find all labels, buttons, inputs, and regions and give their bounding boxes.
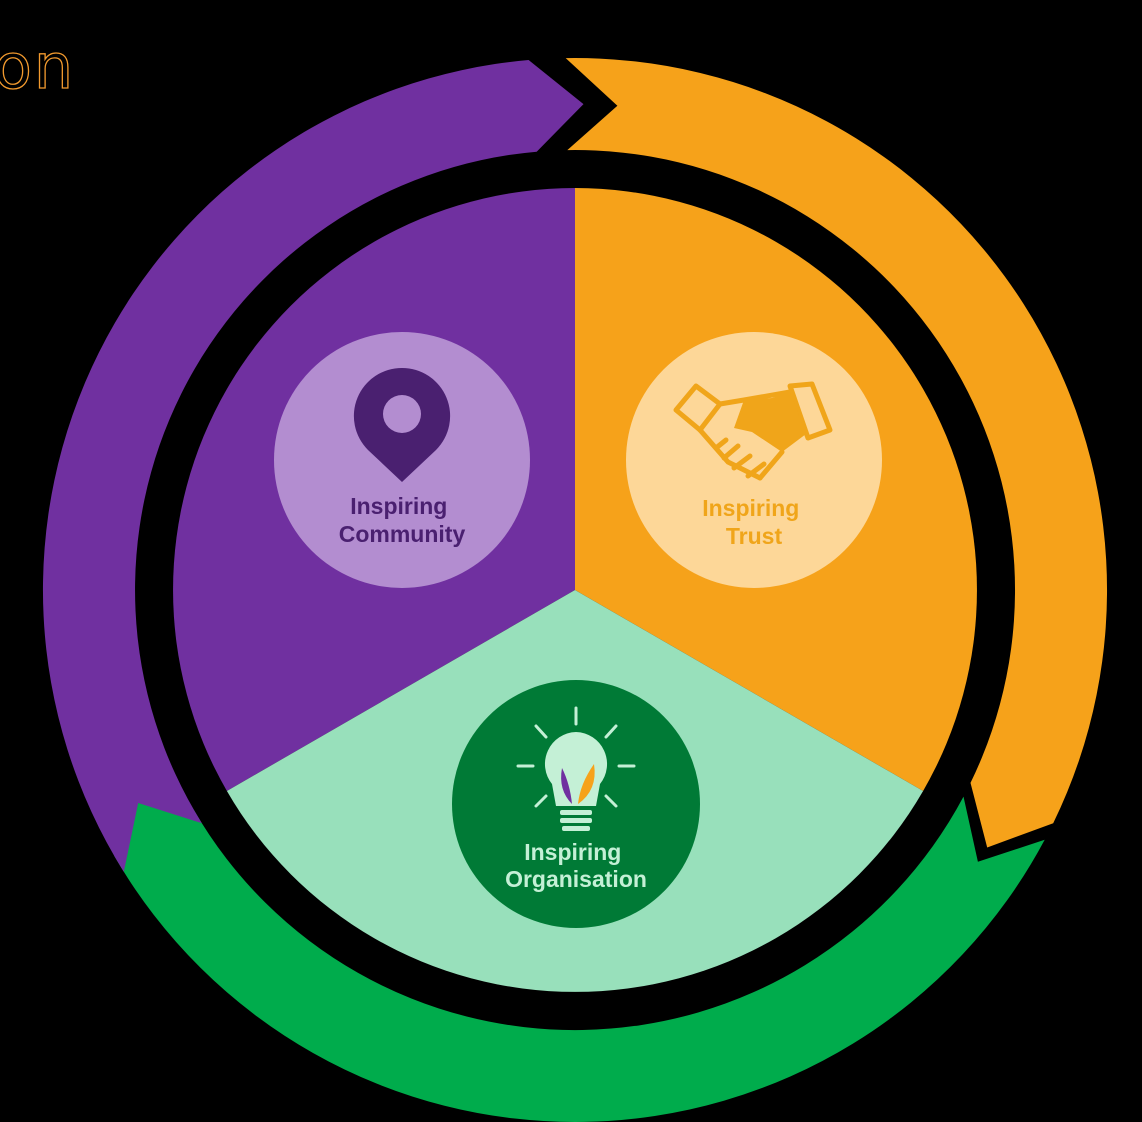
hub-community: Inspiring Community: [274, 332, 530, 588]
hub-label-line: Community: [339, 521, 466, 547]
heading-fragment: on: [0, 30, 75, 103]
hub-label-line: Trust: [726, 523, 783, 549]
map-pin-icon: [353, 367, 451, 482]
hub-label-line: Inspiring: [350, 493, 447, 519]
outer-arrow-orange: [565, 58, 1108, 848]
outer-arrows: [42, 58, 1108, 1122]
outer-arrow-purple: [42, 60, 584, 872]
hub-label-line: Inspiring: [702, 495, 799, 521]
hub-label-line: Inspiring: [524, 839, 621, 865]
hub-label-trust: Inspiring Trust: [702, 495, 806, 549]
hub-trust: Inspiring Trust: [626, 332, 882, 588]
hub-label-community: Inspiring Community: [339, 493, 466, 547]
hub-label-organisation: Inspiring Organisation: [505, 839, 647, 892]
outer-arrow-green: [114, 787, 1045, 1122]
hub-circle-trust: [626, 332, 882, 588]
hub-label-line: Organisation: [505, 866, 647, 892]
handshake-icon: [673, 381, 833, 481]
lightbulb-icon: [516, 706, 636, 831]
hub-organisation: Inspiring Organisation: [452, 680, 700, 928]
